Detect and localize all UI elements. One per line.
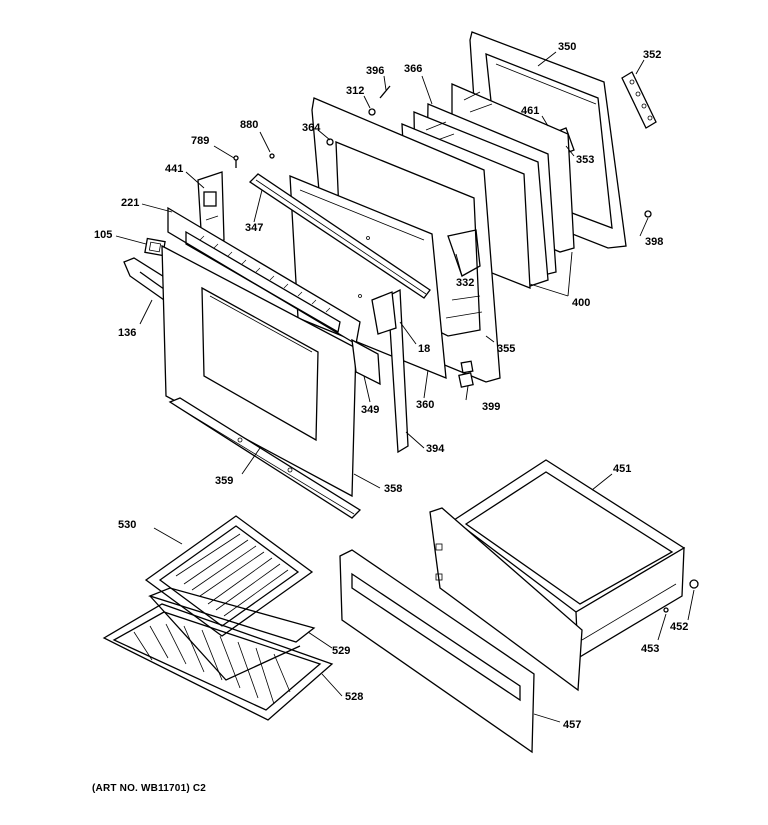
- part-359-bottom-trim: [168, 397, 362, 519]
- label-452: 452: [670, 621, 688, 633]
- label-398: 398: [645, 236, 663, 248]
- part-441-hinge-bracket: [197, 171, 225, 247]
- label-221: 221: [121, 197, 139, 209]
- label-528: 528: [345, 691, 363, 703]
- label-312: 312: [346, 85, 364, 97]
- part-530-broiler-pan-insert: [144, 515, 314, 637]
- part-394-hinge-channel: [371, 288, 409, 454]
- part-528-oven-rack: [102, 603, 334, 721]
- label-352: 352: [643, 49, 661, 61]
- label-358: 358: [384, 483, 402, 495]
- label-18: 18: [418, 343, 430, 355]
- part-349-side-trim: [351, 338, 381, 386]
- label-880: 880: [240, 119, 258, 131]
- part-358-outer-door: [161, 244, 357, 498]
- label-359: 359: [215, 475, 233, 487]
- label-136: 136: [118, 327, 136, 339]
- part-452-453-drawer-hardware: [663, 579, 699, 613]
- label-349: 349: [361, 404, 379, 416]
- art-number-caption: (ART NO. WB11701) C2: [92, 783, 207, 794]
- label-457: 457: [563, 719, 581, 731]
- part-fasteners-top: [233, 85, 391, 168]
- label-366: 366: [404, 63, 422, 75]
- label-353: 353: [576, 154, 594, 166]
- part-457-drawer-front: [339, 549, 535, 754]
- label-360: 360: [416, 399, 434, 411]
- leader-lines: [115, 51, 695, 723]
- label-350: 350: [558, 41, 576, 53]
- label-364: 364: [302, 122, 321, 134]
- label-355: 355: [497, 343, 515, 355]
- label-332: 332: [456, 277, 474, 289]
- label-453: 453: [641, 643, 659, 655]
- label-461: 461: [521, 105, 539, 117]
- label-394: 394: [426, 443, 445, 455]
- part-drawer-back-panel: [429, 507, 583, 692]
- part-347-top-trim: [248, 173, 431, 299]
- label-530: 530: [118, 519, 136, 531]
- label-399: 399: [482, 401, 500, 413]
- label-789: 789: [191, 135, 209, 147]
- label-105: 105: [94, 229, 112, 241]
- part-352-bracket: [621, 71, 657, 129]
- part-399-clip: [458, 372, 474, 388]
- label-441: 441: [165, 163, 183, 175]
- label-396: 396: [366, 65, 384, 77]
- label-451: 451: [613, 463, 631, 475]
- part-labels: 350 352 396 366 312 461 880 364 789 353 …: [94, 41, 688, 731]
- label-347: 347: [245, 222, 263, 234]
- part-398-screw: [644, 210, 652, 218]
- label-400: 400: [572, 297, 590, 309]
- label-529: 529: [332, 645, 350, 657]
